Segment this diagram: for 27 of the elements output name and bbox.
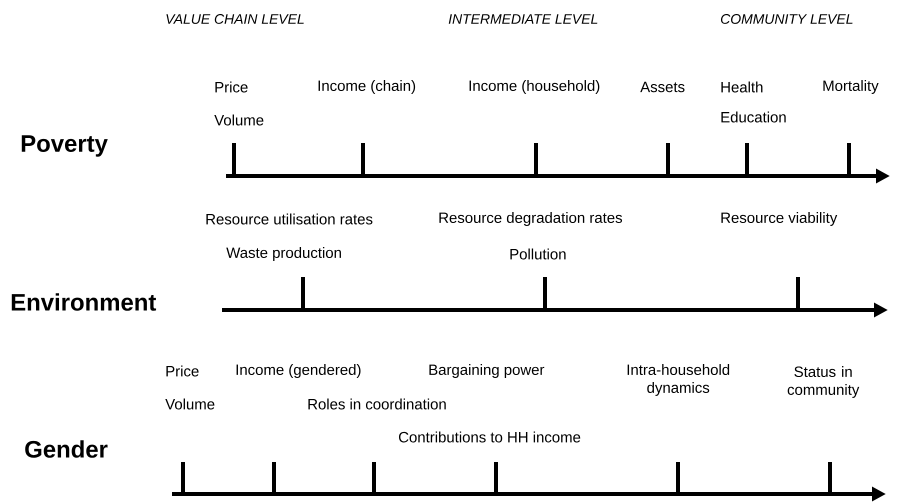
- indicator-label: Income (chain): [318, 80, 416, 94]
- level-heading: COMMUNITY LEVEL: [720, 14, 852, 24]
- indicator-label: Contributions to HH income: [398, 432, 580, 442]
- indicator-label: Income (household): [470, 80, 600, 94]
- indicator-label: Status in community: [788, 366, 860, 398]
- row-heading: Environment: [12, 293, 156, 311]
- indicator-label: Volume: [165, 398, 214, 410]
- level-heading: VALUE CHAIN LEVEL: [166, 14, 304, 24]
- indicator-label: Roles in coordination: [308, 398, 446, 410]
- indicator-label: Intra-household dynamics: [628, 364, 730, 396]
- indicator-label: Assets: [640, 82, 684, 92]
- indicator-label: Education: [721, 112, 786, 122]
- indicator-label: Resource utilisation rates: [206, 214, 372, 224]
- indicator-label: Bargaining power: [429, 364, 544, 378]
- row-heading: Gender: [25, 440, 108, 458]
- indicator-label: Health: [721, 82, 762, 92]
- indicator-label: Pollution: [510, 248, 566, 260]
- indicator-label: Price: [215, 82, 248, 92]
- level-heading: INTERMEDIATE LEVEL: [448, 14, 598, 24]
- indicator-label: Resource degradation rates: [439, 212, 622, 226]
- indicator-label: Volume: [214, 114, 264, 126]
- indicator-label: Mortality: [823, 80, 879, 94]
- indicator-label: Income (gendered): [236, 364, 360, 378]
- indicator-label: Waste production: [226, 247, 341, 261]
- row-heading: Poverty: [22, 135, 108, 157]
- indicator-label: Price: [166, 366, 199, 376]
- indicator-label: Resource viability: [721, 212, 838, 226]
